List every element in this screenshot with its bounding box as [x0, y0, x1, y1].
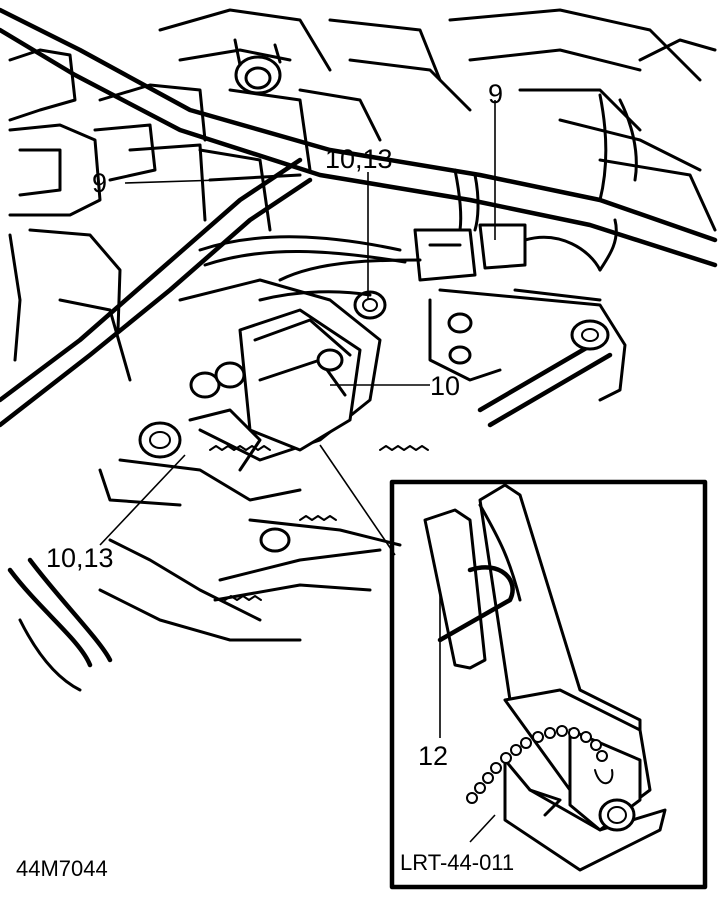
pipe-runs	[0, 7, 718, 428]
callout-9-left: 9	[92, 168, 107, 198]
leader-lines	[99, 100, 496, 843]
valve-body-assembly	[7, 168, 627, 692]
figure-code-label: 44M7044	[16, 856, 108, 881]
callout-10-mid: 10	[430, 371, 460, 401]
callout-9-top: 9	[488, 79, 503, 109]
callout-labels: 9 9 10,13 10 10,13 12 LRT-44-011 44M7044	[16, 79, 514, 881]
callout-12: 12	[418, 741, 448, 771]
housing-background	[8, 8, 717, 382]
special-tool-inset	[389, 479, 708, 890]
callout-10-13-bottom: 10,13	[46, 543, 114, 573]
bead-chain	[466, 725, 614, 804]
tool-code-label: LRT-44-011	[400, 850, 514, 875]
callout-10-13-top: 10,13	[325, 144, 393, 174]
